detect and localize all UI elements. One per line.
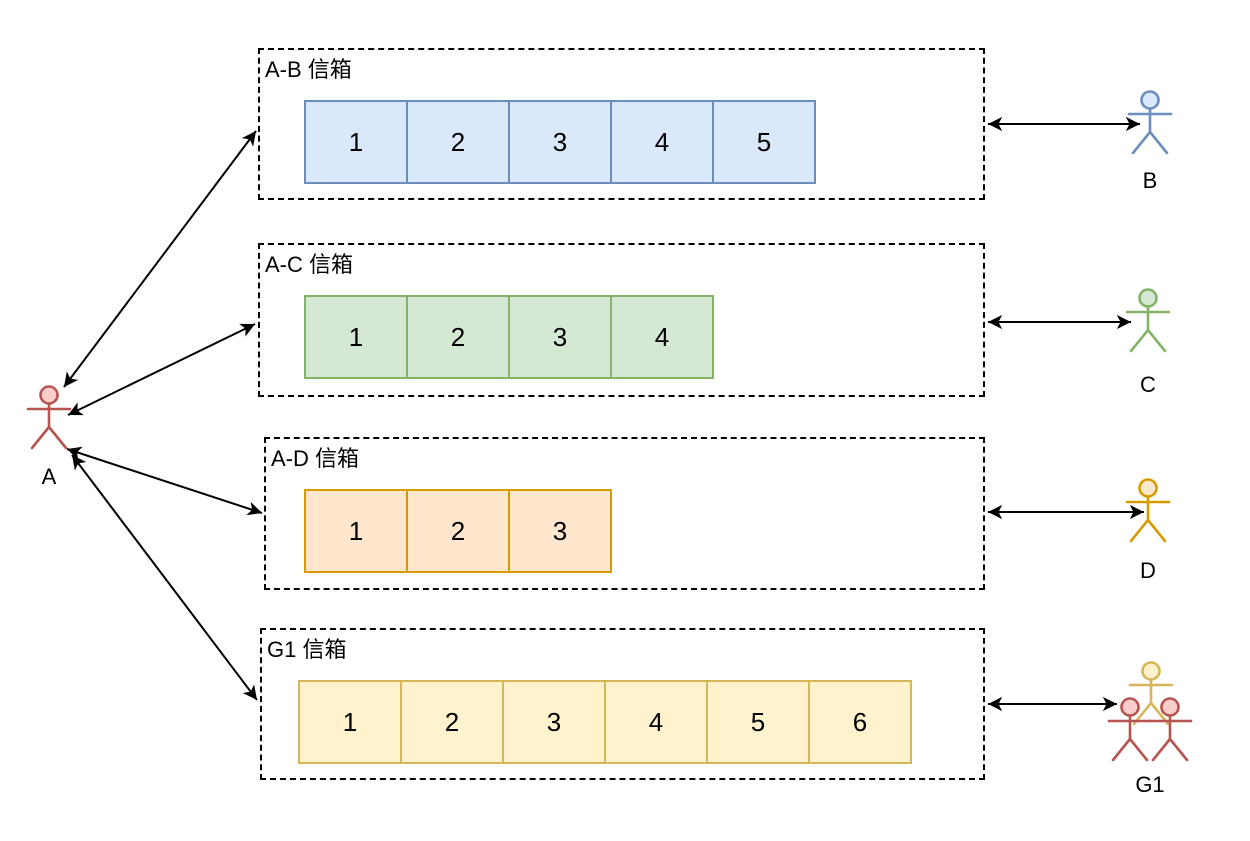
person-a-icon: [26, 385, 72, 450]
actor-a-label: A: [41, 464, 57, 489]
person-g1-left-icon: [1107, 697, 1153, 762]
arrow-a-to-mailbox-ad: [66, 446, 263, 516]
person-g1-right-icon: [1147, 697, 1193, 762]
mailbox-ab-label: A-B 信箱: [265, 57, 352, 82]
actor-b-label: B: [1142, 168, 1158, 193]
arrow-a-to-mailbox-g1: [71, 454, 258, 701]
mailbox-g1-cell: 4: [604, 680, 708, 764]
mailbox-ad-cell: 2: [406, 489, 510, 573]
person-d-icon: [1125, 478, 1171, 543]
actor-g1-label: G1: [1135, 772, 1165, 797]
mailbox-ac-label: A-C 信箱: [265, 252, 354, 277]
mailbox-g1: G1 信箱 1 2 3 4 5 6: [260, 628, 985, 780]
actor-d-label: D: [1140, 558, 1156, 583]
mailbox-g1-label: G1 信箱: [267, 637, 347, 662]
arrow-a-to-mailbox-ac: [67, 323, 256, 416]
mailbox-ab-cell: 2: [406, 100, 510, 184]
mailbox-g1-cell: 1: [298, 680, 402, 764]
mailbox-ac-cell: 1: [304, 295, 408, 379]
person-c-icon: [1125, 288, 1171, 353]
mailbox-ad-cell: 1: [304, 489, 408, 573]
mailbox-ab-cell: 3: [508, 100, 612, 184]
mailbox-ab-cell: 5: [712, 100, 816, 184]
mailbox-ad-label: A-D 信箱: [271, 446, 360, 471]
mailbox-ad-cell: 3: [508, 489, 612, 573]
mailbox-g1-cell: 6: [808, 680, 912, 764]
mailbox-g1-cell: 2: [400, 680, 504, 764]
mailbox-ab-cell: 4: [610, 100, 714, 184]
mailbox-ac-cell: 3: [508, 295, 612, 379]
mailbox-ac-cell: 2: [406, 295, 510, 379]
mailbox-g1-cell: 3: [502, 680, 606, 764]
mailbox-ab: A-B 信箱 1 2 3 4 5: [258, 48, 985, 200]
actor-c-label: C: [1140, 372, 1156, 397]
mailbox-ad: A-D 信箱 1 2 3: [264, 437, 985, 590]
mailbox-ac-cell: 4: [610, 295, 714, 379]
mailbox-ac: A-C 信箱 1 2 3 4: [258, 243, 985, 397]
person-b-icon: [1127, 90, 1173, 155]
arrow-a-to-mailbox-ab: [63, 130, 257, 388]
mailbox-ab-cell: 1: [304, 100, 408, 184]
mailbox-g1-cell: 5: [706, 680, 810, 764]
